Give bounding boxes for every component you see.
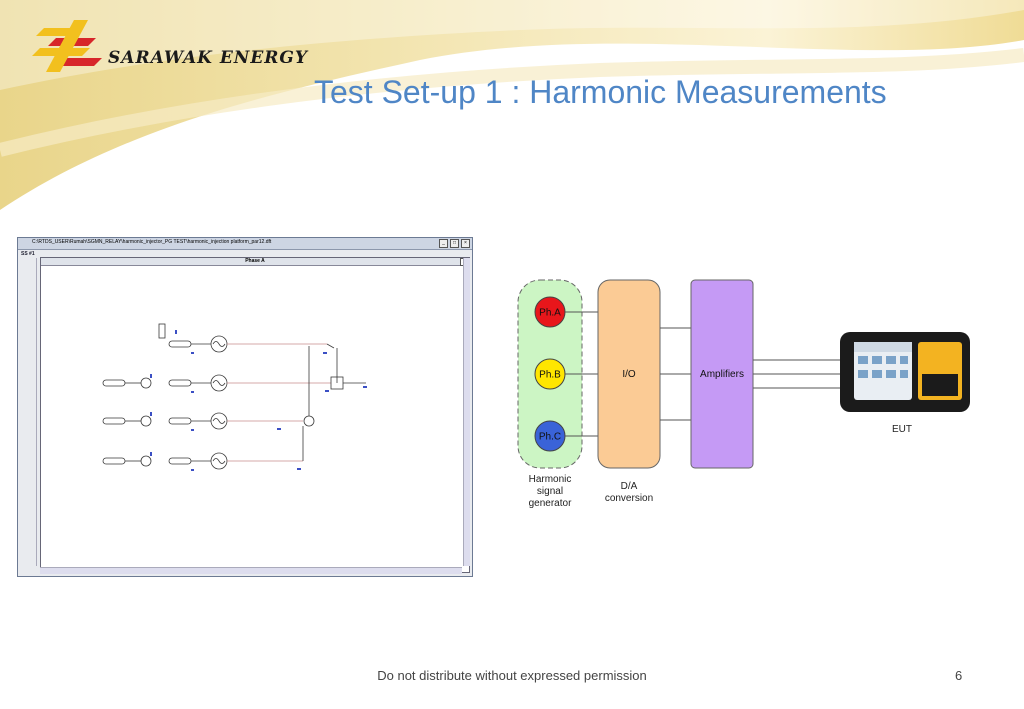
harmonic-test-block-diagram: Ph.A Ph.B Ph.C I/O Amplifiers	[517, 279, 970, 469]
harmonic-injector-schematic	[102, 323, 367, 471]
eut-device	[840, 332, 970, 412]
phase-b-label: Ph.B	[539, 370, 561, 381]
maximize-icon: □	[450, 239, 459, 248]
close-icon: ×	[461, 239, 470, 248]
brand-name: SARAWAK ENERGY	[108, 48, 309, 68]
da-conversion-caption: D/A conversion	[596, 481, 662, 505]
slide-title: Test Set-up 1 : Harmonic Measurements	[314, 74, 887, 110]
window-title: C:\RTDS_USER\Rumah\SGMN_RELAY\harmonic_i…	[32, 239, 272, 245]
phase-a-label: Ph.A	[539, 308, 561, 319]
phase-c-label: Ph.C	[539, 432, 561, 443]
da-caption-line-1: D/A	[620, 481, 638, 492]
page-number: 6	[955, 668, 963, 683]
canvas-header: Phase A ×	[41, 258, 469, 266]
minimize-icon: _	[439, 239, 448, 248]
generator-caption-line-1: Harmonic	[528, 474, 572, 485]
amplifiers-label: Amplifiers	[700, 369, 744, 380]
schematic-canvas: Phase A ×	[40, 257, 470, 573]
header-swoosh-background	[0, 0, 1024, 210]
subsystem-tab: SS #1	[21, 251, 35, 257]
generator-caption: Harmonic signal generator	[518, 474, 582, 510]
sarawak-energy-logo	[32, 20, 102, 72]
horizontal-scrollbar	[40, 567, 462, 574]
canvas-title: Phase A	[245, 258, 265, 264]
generator-caption-line-2: signal	[536, 486, 564, 497]
left-ruler	[20, 258, 37, 566]
window-title-bar: C:\RTDS_USER\Rumah\SGMN_RELAY\harmonic_i…	[18, 238, 472, 250]
generator-caption-line-3: generator	[528, 498, 572, 509]
simulator-window-screenshot: C:\RTDS_USER\Rumah\SGMN_RELAY\harmonic_i…	[17, 237, 473, 577]
io-label: I/O	[622, 369, 636, 380]
vertical-scrollbar	[463, 258, 470, 566]
da-caption-line-2: conversion	[604, 493, 654, 504]
eut-caption: EUT	[892, 424, 912, 435]
distribution-notice: Do not distribute without expressed perm…	[377, 668, 647, 683]
